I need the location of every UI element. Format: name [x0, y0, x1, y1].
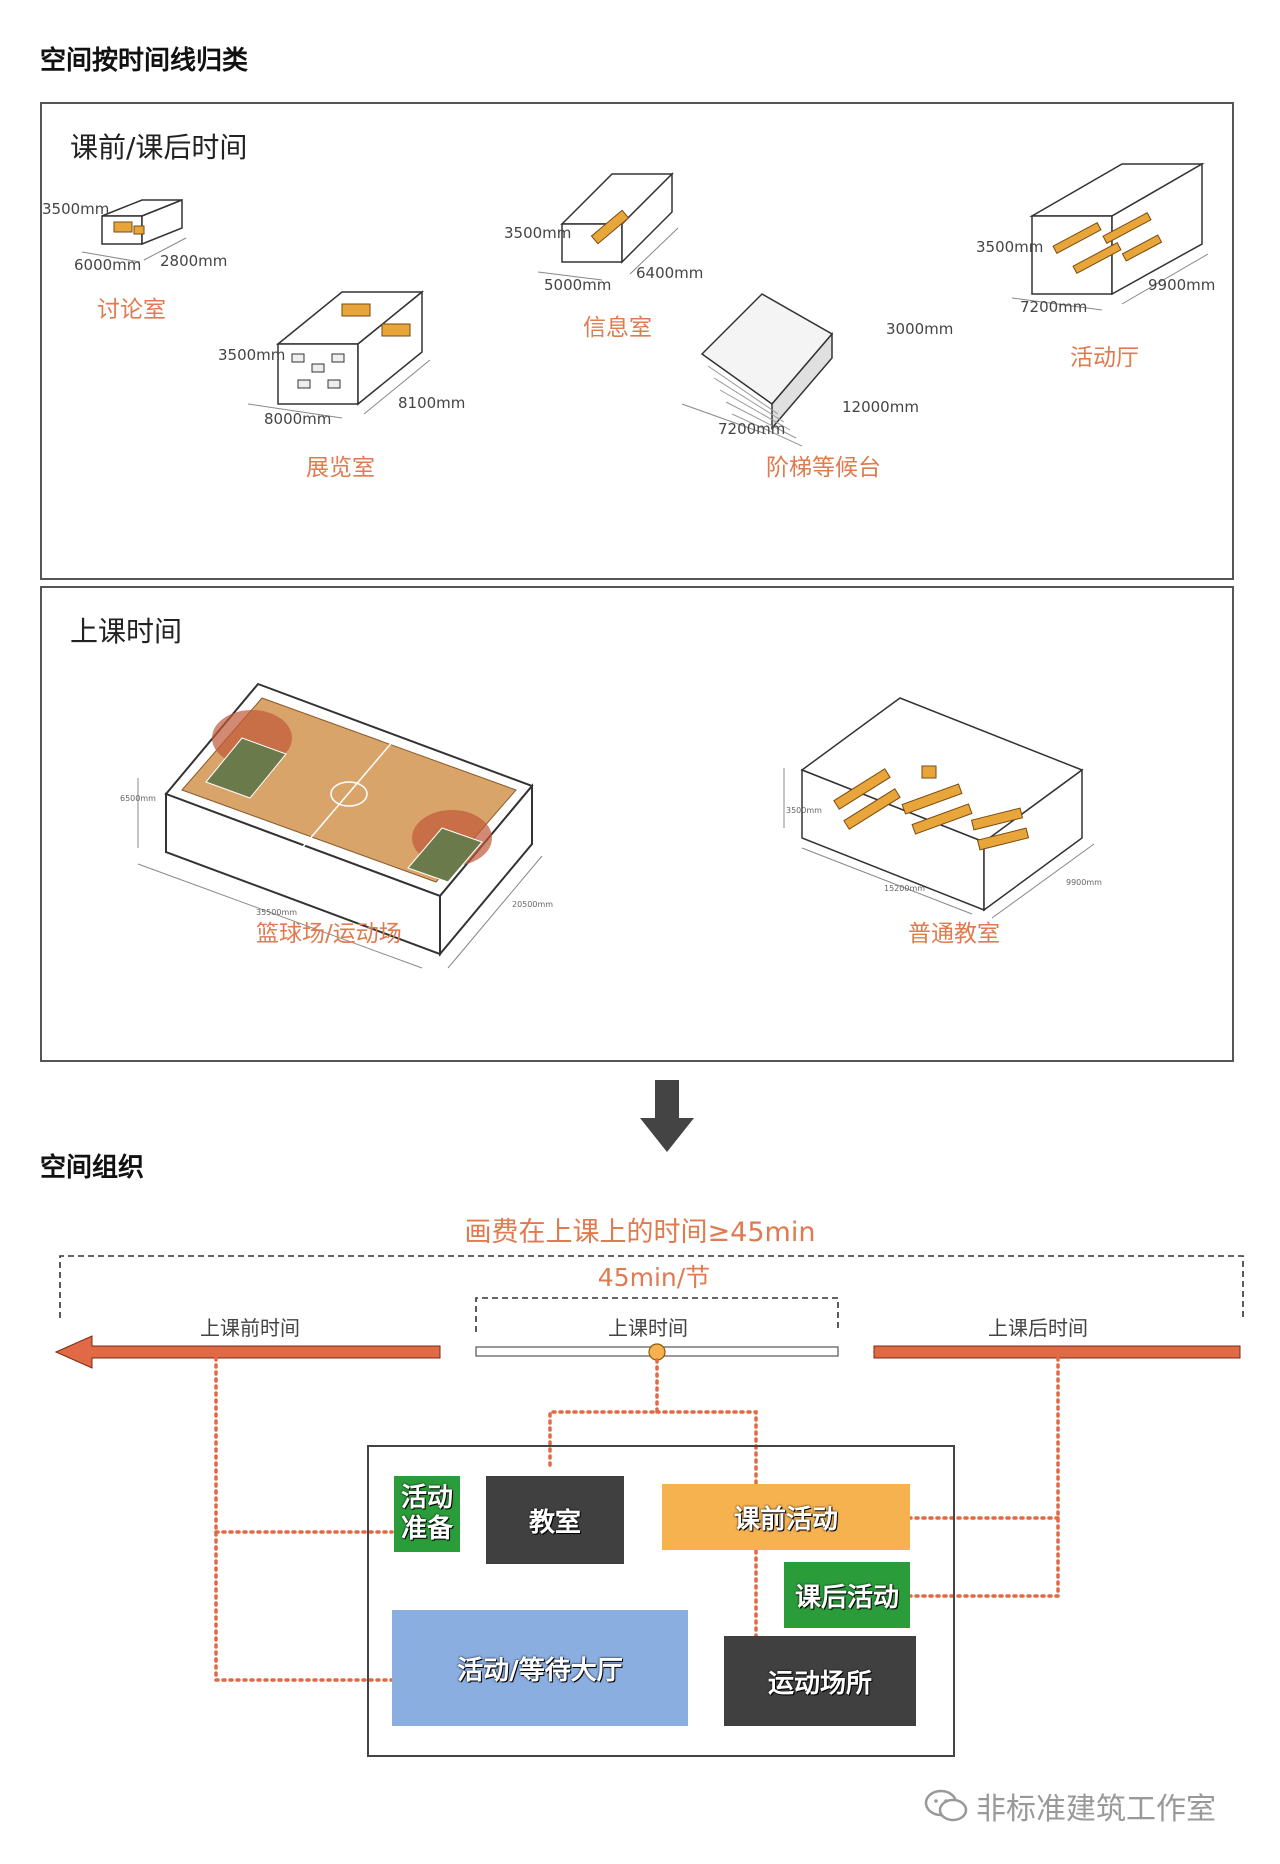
room-label-info: 信息室	[583, 315, 652, 341]
dim-court-width: 20500mm	[512, 900, 554, 909]
activity-hall-illustration	[1011, 162, 1209, 311]
timeline-label-after: 上课后时间	[988, 1316, 1088, 1340]
block-activity-prep: 活动 准备	[394, 1476, 460, 1552]
class-room-illustrations	[137, 682, 1095, 969]
dim-classroom-height: 3500mm	[786, 806, 822, 815]
dim-classroom-width: 9900mm	[1066, 878, 1102, 887]
room-illustrations	[81, 162, 1209, 447]
block-activity-waiting-hall: 活动/等待大厅	[392, 1610, 688, 1726]
dim-court-length: 35500mm	[256, 908, 298, 917]
dim-stair-length: 7200mm	[718, 420, 786, 438]
section-title-organization: 空间组织	[40, 1153, 145, 1183]
wechat-icon	[924, 1789, 968, 1822]
dim-info-length: 5000mm	[544, 276, 612, 294]
room-label-exhibition: 展览室	[306, 455, 375, 481]
dim-hall-height: 3500mm	[976, 238, 1044, 256]
room-label-classroom: 普通教室	[908, 921, 1000, 947]
block-classroom: 教室	[486, 1476, 624, 1564]
block-activity-prep-line1: 活动	[400, 1482, 453, 1513]
block-sports-venue: 运动场所	[724, 1636, 916, 1726]
dim-info-height: 3500mm	[504, 224, 572, 242]
block-post-class-activity: 课后活动	[784, 1562, 910, 1628]
room-label-stair-platform: 阶梯等候台	[766, 455, 881, 481]
panel-title: 上课时间	[70, 615, 183, 648]
timeline-total-note: 画费在上课上的时间≥45min	[464, 1217, 816, 1248]
room-label-activity-hall: 活动厅	[1070, 345, 1139, 371]
timeline-period-note: 45min/节	[597, 1263, 711, 1292]
discussion-room-illustration	[81, 198, 187, 263]
dim-court-height: 6500mm	[120, 794, 156, 803]
block-activity-prep-line2: 准备	[400, 1514, 453, 1544]
dim-classroom-length: 15200mm	[884, 884, 926, 893]
section-title-timeline: 空间按时间线归类	[40, 46, 249, 76]
dim-hall-width: 9900mm	[1148, 276, 1216, 294]
watermark: 非标准建筑工作室	[924, 1784, 1216, 1828]
exhibition-room-illustration	[247, 290, 431, 419]
dim-exhibition-length: 8000mm	[264, 410, 332, 428]
dim-stair-width: 12000mm	[842, 398, 919, 416]
panel-class-time: 上课时间	[40, 586, 1234, 1062]
watermark-text: 非标准建筑工作室	[976, 1792, 1216, 1827]
timeline-label-before: 上课前时间	[200, 1316, 300, 1340]
timeline-label-during: 上课时间	[608, 1316, 688, 1340]
panel-before-after-class: 课前/课后时间	[40, 102, 1234, 580]
dim-hall-length: 7200mm	[1020, 298, 1088, 316]
panel-title: 课前/课后时间	[70, 131, 248, 164]
dim-info-width: 6400mm	[636, 264, 704, 282]
room-label-discussion: 讨论室	[97, 297, 166, 323]
info-room-illustration	[537, 172, 679, 281]
stair-platform-illustration	[681, 293, 834, 447]
room-label-basketball: 篮球场/运动场	[256, 921, 402, 947]
basketball-court-illustration	[137, 682, 543, 969]
dim-discussion-width: 2800mm	[160, 252, 228, 270]
dim-discussion-height: 3500mm	[42, 200, 110, 218]
arrow-down-icon	[640, 1080, 694, 1152]
block-pre-class-activity: 课前活动	[662, 1484, 910, 1550]
dim-discussion-length: 6000mm	[74, 256, 142, 274]
classroom-illustration	[783, 697, 1095, 919]
dim-stair-height: 3000mm	[886, 320, 954, 338]
dim-exhibition-height: 3500mm	[218, 346, 286, 364]
dim-exhibition-width: 8100mm	[398, 394, 466, 412]
